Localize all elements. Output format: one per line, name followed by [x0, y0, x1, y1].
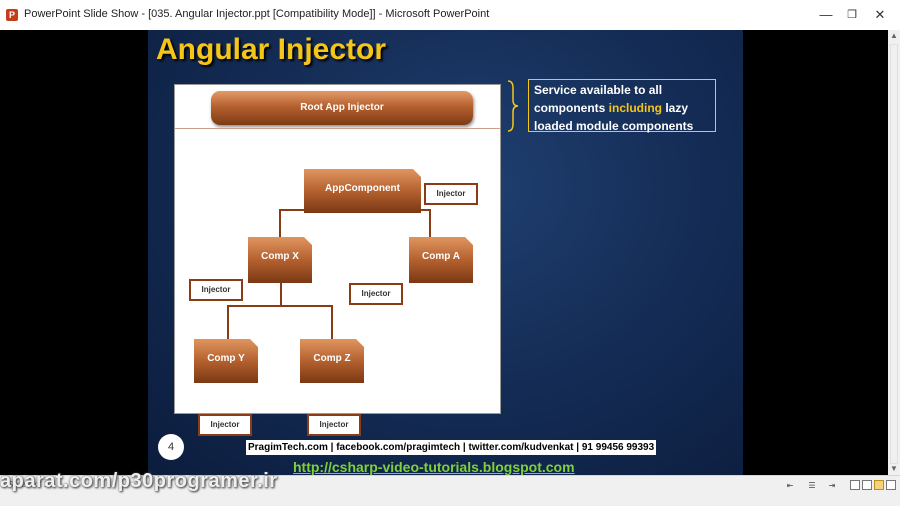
next-slide-icon[interactable]: ⇥	[828, 481, 836, 490]
normal-view-icon[interactable]	[850, 480, 860, 490]
scroll-down-icon[interactable]: ▼	[890, 464, 898, 473]
minimize-button[interactable]: —	[819, 7, 833, 22]
menu-icon[interactable]: ☰	[808, 481, 816, 490]
app-component-box: AppComponent	[304, 169, 421, 213]
scrollbar-thumb[interactable]	[890, 44, 898, 464]
slide-number: 4	[158, 434, 184, 460]
watermark-text: aparat.com/p30programer.ir	[0, 470, 278, 492]
title-bar: P PowerPoint Slide Show - [035. Angular …	[0, 0, 900, 30]
close-button[interactable]: ✕	[874, 7, 886, 22]
connector-line	[331, 305, 333, 339]
tutorial-link[interactable]: http://csharp-video-tutorials.blogspot.c…	[293, 459, 575, 475]
connector-line	[227, 305, 229, 339]
injector-box-comp-y: Injector	[198, 414, 252, 436]
injector-box-comp-a: Injector	[349, 283, 403, 305]
window-title: PowerPoint Slide Show - [035. Angular In…	[24, 8, 490, 20]
service-note: Service available to all components incl…	[528, 79, 716, 133]
slide-show-icon[interactable]	[874, 480, 884, 490]
injector-diagram: Root App Injector AppComponent Comp X Co…	[174, 84, 501, 436]
connector-line	[280, 283, 282, 305]
root-app-injector: Root App Injector	[211, 91, 473, 125]
connector-line	[429, 209, 431, 237]
comp-a-box: Comp A	[409, 237, 473, 283]
brace-icon	[507, 80, 519, 132]
comp-y-box: Comp Y	[194, 339, 258, 383]
slide-counter: Slide 4 of 10	[8, 480, 53, 489]
note-highlight: including	[608, 101, 662, 115]
injector-box-app: Injector	[424, 183, 478, 205]
comp-x-label: Comp X	[261, 251, 299, 262]
injector-box-comp-z: Injector	[307, 414, 361, 436]
scroll-up-icon[interactable]: ▲	[890, 31, 898, 40]
comp-z-label: Comp Z	[313, 353, 351, 364]
credit-text: PragimTech.com | facebook.com/pragimtech…	[246, 440, 657, 455]
divider-line	[175, 128, 500, 129]
note-text-part2: lazy loaded module components	[534, 101, 694, 133]
comp-x-box: Comp X	[248, 237, 312, 283]
slide-sorter-icon[interactable]	[862, 480, 872, 490]
connector-line	[227, 305, 333, 307]
status-bar: Slide 4 of 10 ⇤ ☰ ⇥	[0, 475, 900, 506]
comp-z-box: Comp Z	[300, 339, 364, 383]
app-component-label: AppComponent	[325, 183, 400, 194]
injector-box-comp-x: Injector	[189, 279, 243, 301]
previous-slide-icon[interactable]: ⇤	[786, 481, 794, 490]
restore-button[interactable]: ❐	[847, 9, 857, 21]
slide-title: Angular Injector	[156, 33, 387, 66]
comp-a-label: Comp A	[422, 251, 460, 262]
vertical-scrollbar[interactable]: ▲ ▼	[888, 30, 900, 475]
reading-view-icon[interactable]	[886, 480, 896, 490]
powerpoint-icon: P	[6, 9, 18, 21]
connector-line	[279, 209, 281, 237]
note-text-part1: Service available to all components	[534, 83, 663, 115]
comp-y-label: Comp Y	[207, 353, 245, 364]
slide[interactable]: Angular Injector Root App Injector AppCo…	[148, 30, 743, 475]
